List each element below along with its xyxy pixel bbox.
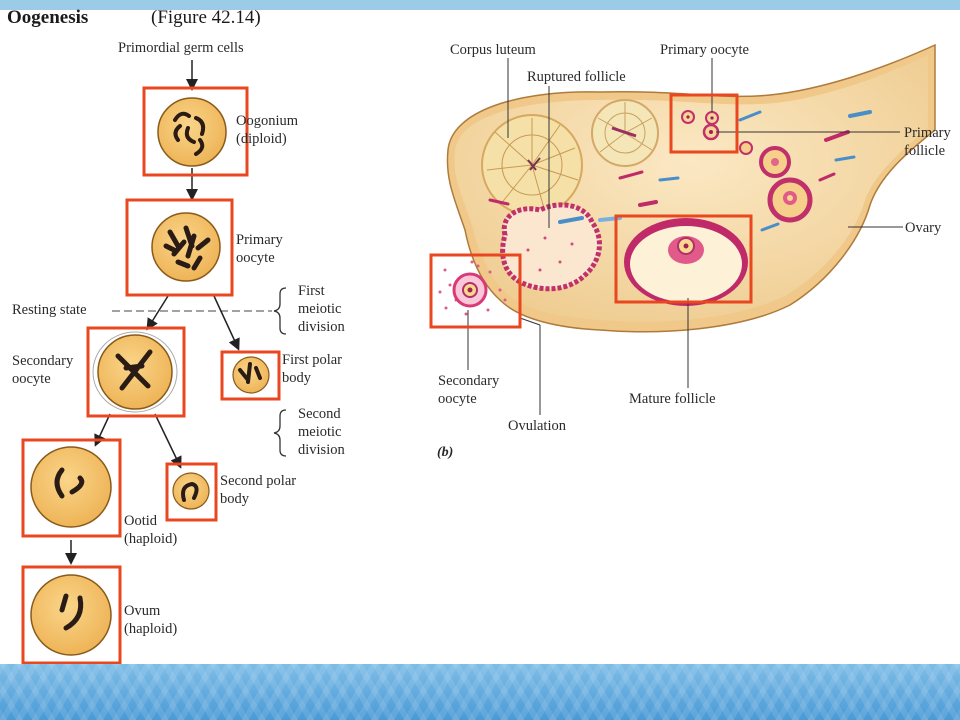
label-secondary-oocyte-1: Secondary — [12, 353, 74, 369]
label-secondary-oocyte-right-2: oocyte — [438, 391, 477, 407]
label-secondary-oocyte-2: oocyte — [12, 371, 51, 387]
label-second-division-1: Second — [298, 406, 341, 422]
ootid-cell — [30, 446, 112, 528]
label-primary-follicle-2: follicle — [904, 143, 946, 159]
label-second-division-3: division — [298, 442, 345, 458]
label-ootid: Ootid — [124, 513, 158, 529]
label-oogonium: Oogonium — [236, 113, 299, 129]
highlight-boxes-left — [21, 86, 281, 665]
leader-lines — [467, 58, 903, 415]
panel-letter-b: (b) — [437, 445, 454, 460]
diagram-title: Oogenesis — [7, 7, 89, 28]
label-resting-state: Resting state — [12, 302, 87, 318]
label-primary-oocyte-1: Primary — [236, 232, 283, 248]
label-primary-oocyte-right: Primary oocyte — [660, 42, 749, 58]
label-first-division-2: meiotic — [298, 301, 342, 317]
oogonium-cell — [157, 97, 227, 167]
label-corpus-luteum: Corpus luteum — [450, 42, 536, 58]
label-ovulation: Ovulation — [508, 418, 566, 434]
label-primordial-germ-cells: Primordial germ cells — [118, 40, 244, 56]
ovary-illustration — [438, 43, 936, 333]
label-oogonium-ploidy: (diploid) — [236, 131, 287, 147]
label-first-polar-body-1: First polar — [282, 352, 343, 368]
highlight-boxes-right — [429, 93, 753, 329]
label-secondary-oocyte-right-1: Secondary — [438, 373, 500, 389]
top-accent-strip — [0, 0, 960, 10]
second-polar-body-cell — [172, 472, 210, 510]
primary-oocyte-cell — [151, 212, 221, 282]
figure-reference: (Figure 42.14) — [151, 7, 261, 28]
bottom-decorative-band — [0, 664, 960, 720]
label-first-division-3: division — [298, 319, 345, 335]
secondary-oocyte-cell — [92, 331, 178, 413]
label-second-polar-body-1: Second polar — [220, 473, 297, 489]
brace-second-division — [273, 409, 287, 457]
first-polar-body-cell — [232, 356, 270, 394]
label-ruptured-follicle: Ruptured follicle — [527, 69, 626, 85]
label-second-division-2: meiotic — [298, 424, 342, 440]
label-ovary: Ovary — [905, 220, 942, 236]
label-ovum-ploidy: (haploid) — [124, 621, 178, 637]
label-ootid-ploidy: (haploid) — [124, 531, 178, 547]
label-first-division-1: First — [298, 283, 325, 299]
label-second-polar-body-2: body — [220, 491, 249, 507]
brace-first-division — [273, 287, 287, 335]
ovum-cell — [30, 574, 112, 656]
label-mature-follicle: Mature follicle — [629, 391, 716, 407]
label-first-polar-body-2: body — [282, 370, 311, 386]
label-primary-oocyte-2: oocyte — [236, 250, 275, 266]
label-ovum: Ovum — [124, 603, 161, 619]
label-primary-follicle-1: Primary — [904, 125, 951, 141]
